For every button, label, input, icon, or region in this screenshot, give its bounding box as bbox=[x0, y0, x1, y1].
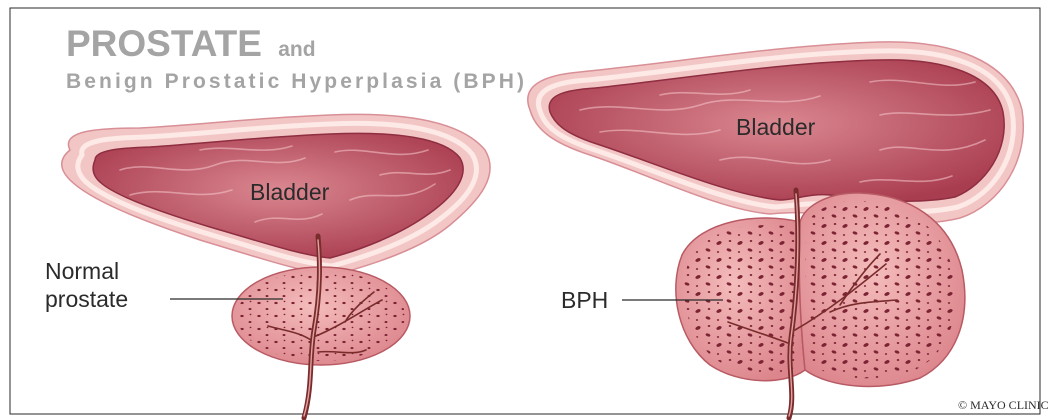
normal-prostate-label-line2: prostate bbox=[45, 286, 128, 312]
bph-prostate-label: BPH bbox=[561, 287, 608, 313]
bph-bladder-label: Bladder bbox=[736, 114, 816, 140]
subtitle: Benign Prostatic Hyperplasia (BPH) bbox=[66, 70, 524, 93]
title-main: PROSTATE bbox=[66, 23, 262, 64]
title-connector: and bbox=[278, 38, 315, 61]
normal-bladder-label: Bladder bbox=[250, 179, 330, 205]
copyright-credit: © MAYO CLINIC bbox=[958, 398, 1049, 412]
normal-prostate-label-line1: Normal bbox=[45, 258, 119, 284]
